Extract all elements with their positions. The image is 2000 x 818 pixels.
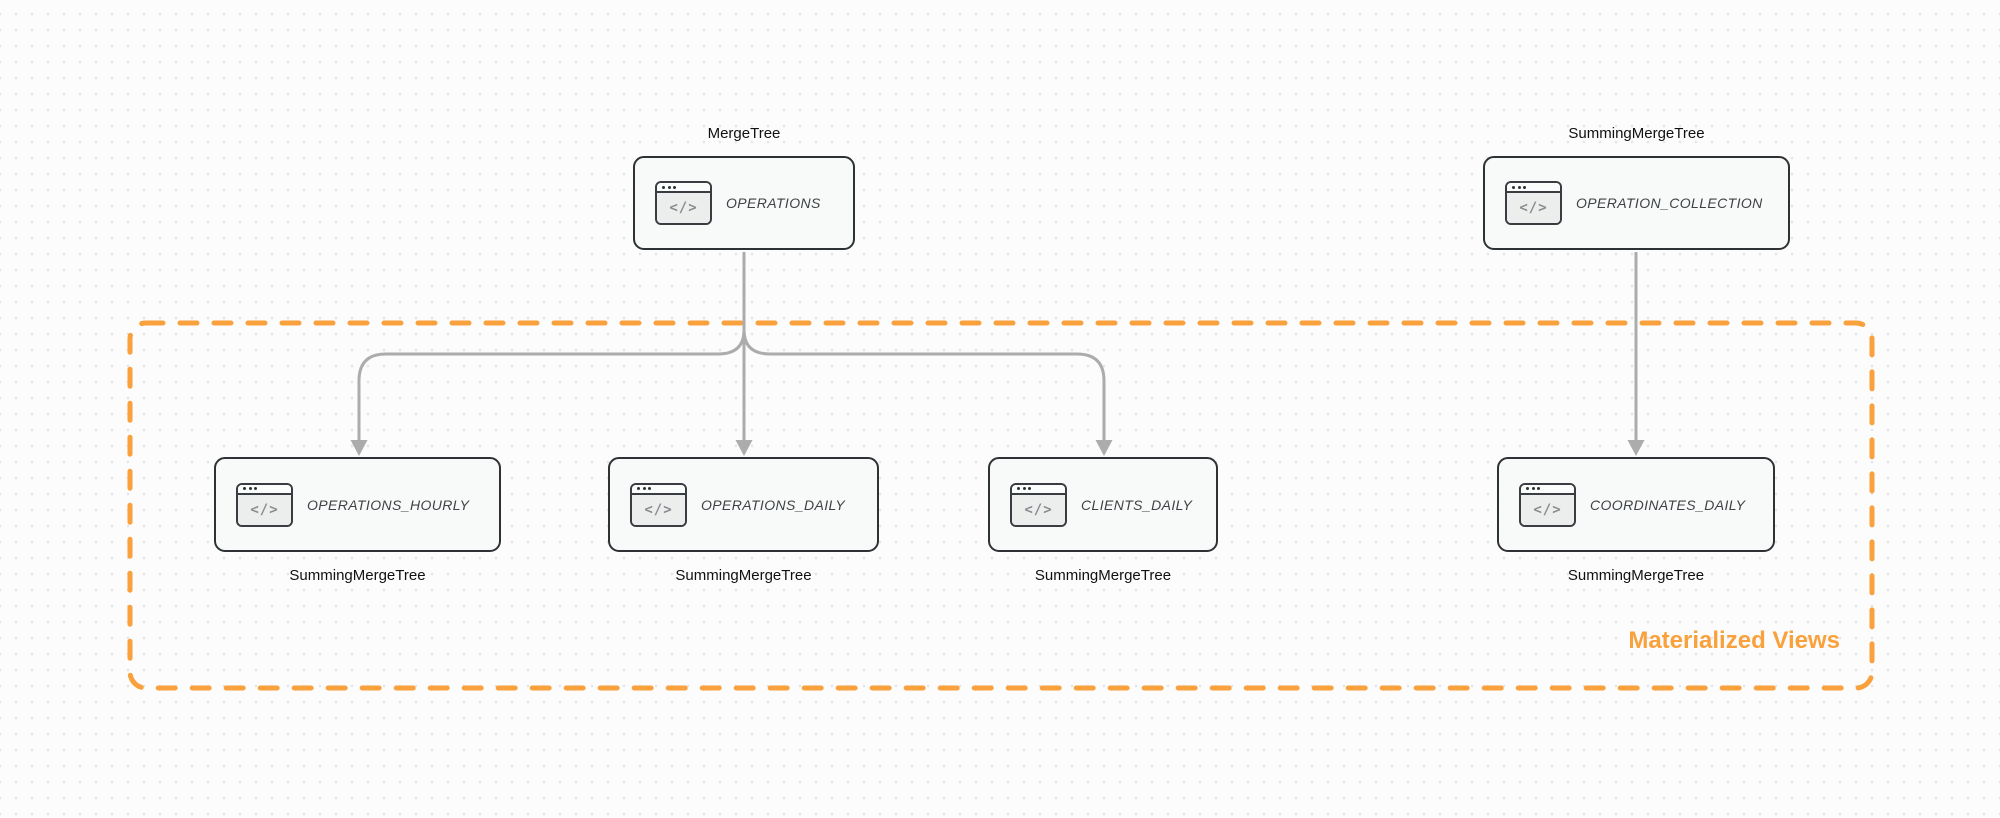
- engine-label-operations-hourly: SummingMergeTree: [289, 567, 426, 584]
- edge-operations-to-clients-daily: [742, 329, 1106, 440]
- edge-operations-to-operations-hourly: [357, 329, 746, 440]
- arrowhead-operations-daily: [735, 440, 753, 456]
- arrowhead-operations-hourly: [350, 440, 368, 456]
- code-window-icon: </>: [1010, 482, 1067, 527]
- code-glyph: </>: [657, 193, 710, 223]
- arrowhead-clients-daily: [1095, 440, 1113, 456]
- table-name-operation-collection: OPERATION_COLLECTION: [1576, 195, 1763, 211]
- engine-label-coordinates-daily: SummingMergeTree: [1567, 567, 1705, 584]
- code-glyph: </>: [1012, 494, 1065, 525]
- code-window-icon: </>: [1505, 181, 1562, 225]
- window-dots-icon: [1507, 183, 1560, 193]
- code-glyph: </>: [1507, 193, 1560, 223]
- code-window-icon: </>: [1519, 482, 1576, 527]
- window-dots-icon: [238, 484, 291, 495]
- window-dots-icon: [657, 183, 710, 193]
- window-dots-icon: [632, 484, 685, 495]
- engine-label-clients-daily: SummingMergeTree: [1034, 567, 1172, 584]
- node-coordinates-daily: </> COORDINATES_DAILY: [1497, 457, 1775, 552]
- code-glyph: </>: [632, 494, 685, 525]
- table-name-operations-hourly: OPERATIONS_HOURLY: [307, 496, 470, 513]
- table-name-operations: OPERATIONS: [726, 195, 821, 211]
- engine-label-operation-collection: SummingMergeTree: [1568, 125, 1705, 142]
- window-dots-icon: [1012, 484, 1065, 495]
- table-name-operations-daily: OPERATIONS_DAILY: [701, 496, 846, 513]
- code-window-icon: </>: [236, 482, 293, 527]
- arrowhead-coordinates-daily: [1627, 440, 1645, 456]
- materialized-views-group-label: Materialized Views: [1628, 627, 1840, 654]
- code-glyph: </>: [238, 494, 291, 525]
- engine-label-operations: MergeTree: [707, 125, 781, 142]
- code-window-icon: </>: [655, 181, 712, 225]
- window-dots-icon: [1521, 484, 1574, 495]
- node-operations: </> OPERATIONS: [633, 156, 855, 250]
- node-clients-daily: </> CLIENTS_DAILY: [988, 457, 1218, 552]
- code-glyph: </>: [1521, 494, 1574, 525]
- materialized-views-group-border: [127, 320, 1875, 691]
- engine-label-operations-daily: SummingMergeTree: [675, 567, 812, 584]
- node-operations-hourly: </> OPERATIONS_HOURLY: [214, 457, 501, 552]
- table-name-coordinates-daily: COORDINATES_DAILY: [1590, 496, 1746, 513]
- node-operation-collection: </> OPERATION_COLLECTION: [1483, 156, 1790, 250]
- code-window-icon: </>: [630, 482, 687, 527]
- node-operations-daily: </> OPERATIONS_DAILY: [608, 457, 879, 552]
- table-name-clients-daily: CLIENTS_DAILY: [1081, 496, 1193, 513]
